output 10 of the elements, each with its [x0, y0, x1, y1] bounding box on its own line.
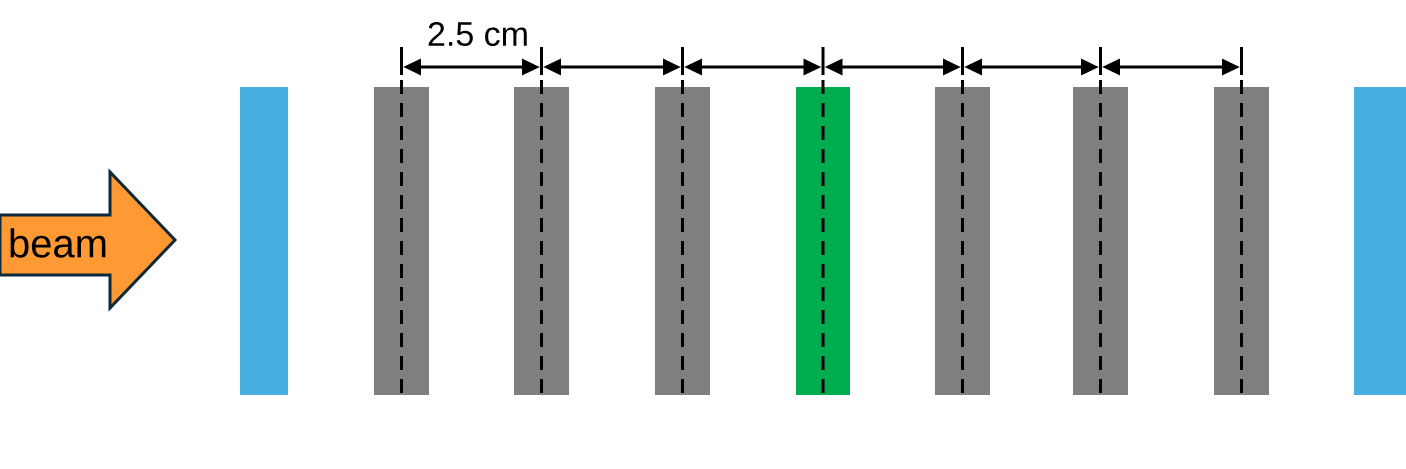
plate [935, 87, 990, 395]
dimension-label: 2.5 cm [428, 21, 527, 47]
plate [240, 87, 288, 395]
plate [1073, 87, 1128, 395]
plate [374, 87, 429, 395]
plate [1354, 87, 1406, 395]
plate [655, 87, 710, 395]
plate [1214, 87, 1269, 395]
plate [514, 87, 569, 395]
plate [796, 87, 850, 395]
